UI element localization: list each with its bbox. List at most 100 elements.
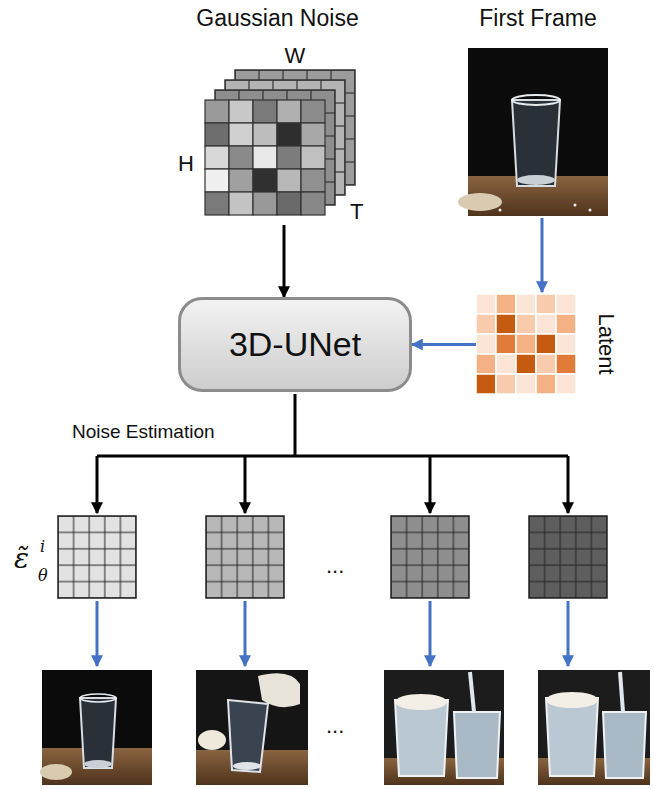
math-superscript: i bbox=[40, 538, 45, 556]
latent-grid bbox=[556, 354, 576, 374]
decode-arrows bbox=[244, 601, 247, 666]
latent-grid bbox=[556, 374, 576, 394]
fan-out-arrows bbox=[294, 394, 297, 456]
video-frame-2 bbox=[198, 730, 226, 750]
fan-out-arrows bbox=[567, 456, 570, 513]
noise-cube bbox=[205, 70, 355, 215]
video-frame-3 bbox=[395, 700, 448, 776]
video-frame-2 bbox=[258, 673, 300, 707]
latent-grid bbox=[556, 314, 576, 334]
axis-label: W bbox=[285, 43, 306, 68]
latent-grid bbox=[516, 374, 536, 394]
noise-cube bbox=[215, 90, 335, 205]
noise-cube bbox=[301, 192, 325, 215]
latent-grid bbox=[476, 314, 496, 334]
latent-grid bbox=[476, 294, 576, 394]
video-frame-4 bbox=[546, 692, 598, 708]
noise-cube bbox=[205, 192, 229, 215]
axis-label: H bbox=[178, 151, 194, 176]
first-frame-picture bbox=[499, 209, 502, 212]
first-frame-picture bbox=[517, 175, 555, 185]
noise-cube bbox=[215, 90, 335, 205]
noise-cube bbox=[229, 169, 253, 192]
latent-grid bbox=[536, 314, 556, 334]
noise-cube bbox=[253, 100, 277, 123]
noise-cube bbox=[253, 123, 277, 146]
noise-estimate-grids bbox=[391, 516, 469, 598]
math-subscript: θ bbox=[38, 567, 48, 585]
noise-cube bbox=[301, 100, 325, 123]
latent-grid bbox=[536, 294, 556, 314]
video-frame-3 bbox=[384, 670, 504, 785]
first-frame-picture bbox=[458, 48, 608, 216]
flow-arrow bbox=[541, 218, 544, 292]
video-frame-4 bbox=[603, 712, 646, 778]
latent-grid bbox=[476, 334, 496, 354]
latent-grid bbox=[476, 294, 496, 314]
noise-cube bbox=[301, 123, 325, 146]
ellipsis: ... bbox=[326, 553, 344, 578]
first-frame-picture bbox=[512, 95, 560, 105]
noise-estimate-grids bbox=[58, 516, 136, 598]
noise-cube bbox=[277, 100, 301, 123]
noise-volume: Gaussian NoiseW H T bbox=[165, 5, 390, 225]
latent-grid: Latent bbox=[476, 292, 626, 398]
noise-cube bbox=[277, 146, 301, 169]
noise-cube bbox=[277, 123, 301, 146]
noise-cube bbox=[253, 169, 277, 192]
noise-estimate-grids bbox=[58, 516, 607, 598]
first-frame-picture bbox=[458, 193, 502, 211]
latent-grid bbox=[516, 294, 536, 314]
first-frame-image: First Frame bbox=[468, 5, 608, 218]
noise-estimate-grids bbox=[529, 516, 607, 598]
video-frame-1 bbox=[40, 764, 72, 780]
first-frame-picture bbox=[589, 209, 592, 212]
noise-estimate-grids bbox=[391, 516, 469, 598]
latent-grid bbox=[536, 334, 556, 354]
noise-estimate-grids bbox=[529, 516, 607, 598]
fan-out-arrows bbox=[96, 456, 99, 513]
video-frame-1 bbox=[84, 760, 112, 768]
noise-cube bbox=[205, 169, 229, 192]
video-frame-3 bbox=[470, 672, 474, 712]
noise-cube bbox=[205, 123, 229, 146]
video-frame-1 bbox=[40, 670, 152, 785]
first-frame-picture bbox=[574, 204, 577, 207]
noise-cube bbox=[253, 192, 277, 215]
image-heading: First Frame bbox=[468, 5, 608, 31]
latent-grid bbox=[536, 354, 556, 374]
decode-arrows bbox=[567, 601, 570, 666]
noise-cube bbox=[229, 100, 253, 123]
video-frame-3 bbox=[384, 670, 504, 785]
video-frame-1 bbox=[80, 698, 116, 768]
fan-out-arrows bbox=[429, 456, 432, 513]
first-frame-picture bbox=[512, 100, 560, 186]
video-frame-2 bbox=[196, 670, 308, 785]
latent-grid bbox=[476, 374, 496, 394]
fan-out-arrows bbox=[97, 394, 568, 513]
latent-grid bbox=[496, 314, 516, 334]
video-frame-4 bbox=[546, 698, 598, 776]
video-frame-3 bbox=[395, 694, 447, 710]
noise-estimate-grids bbox=[58, 516, 136, 598]
decode-arrows bbox=[429, 601, 432, 666]
flow-arrow bbox=[283, 225, 286, 297]
axis-label: T bbox=[350, 199, 363, 224]
box-label: 3D-UNet bbox=[181, 325, 409, 364]
video-frame-2 bbox=[228, 700, 268, 772]
latent-grid bbox=[536, 374, 556, 394]
latent-grid bbox=[516, 314, 536, 334]
video-frame-3 bbox=[454, 712, 500, 778]
unet-box: 3D-UNet bbox=[178, 297, 412, 392]
noise-cube bbox=[205, 100, 229, 123]
noise-cube bbox=[229, 146, 253, 169]
latent-grid bbox=[516, 334, 536, 354]
video-frame-1 bbox=[80, 694, 116, 702]
noise-cube bbox=[277, 169, 301, 192]
volume-heading: Gaussian Noise bbox=[165, 5, 390, 31]
latent-grid bbox=[496, 354, 516, 374]
noise-cube bbox=[229, 123, 253, 146]
latent-grid bbox=[556, 334, 576, 354]
noise-cube bbox=[301, 146, 325, 169]
